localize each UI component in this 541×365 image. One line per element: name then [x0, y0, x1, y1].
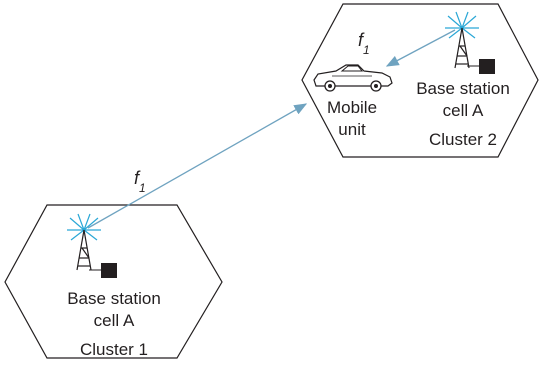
long-link-freq-label: f1 — [134, 168, 146, 195]
cluster2-hexagon — [301, 3, 539, 158]
cluster1-station-label-line2: cell A — [93, 311, 135, 330]
cluster1-hexagon — [4, 204, 223, 359]
cluster1-label: Cluster 1 — [79, 340, 149, 359]
long-link-line — [87, 103, 308, 229]
short-link-line — [385, 29, 456, 67]
car-icon — [313, 64, 393, 92]
antenna-tower-icon — [67, 213, 101, 271]
short-link-freq-label: f1 — [358, 30, 370, 57]
mobile-unit-label-line2: unit — [338, 120, 366, 139]
long-link-freq-base: f — [134, 168, 140, 188]
short-link-freq-base: f — [358, 30, 364, 50]
long-link-freq-sub: 1 — [139, 180, 146, 195]
antenna-tower-icon — [445, 11, 479, 69]
cluster1-station-label-line1: Base station — [67, 289, 161, 308]
equipment-box-icon — [479, 59, 495, 74]
cluster2-station-label-line2: cell A — [442, 101, 484, 120]
mobile-unit-label-line1: Mobile — [326, 98, 378, 117]
short-link-freq-sub: 1 — [363, 42, 370, 57]
cluster2-station-label-line1: Base station — [416, 79, 510, 98]
cluster2-label: Cluster 2 — [428, 130, 498, 149]
equipment-box-icon — [101, 263, 117, 278]
